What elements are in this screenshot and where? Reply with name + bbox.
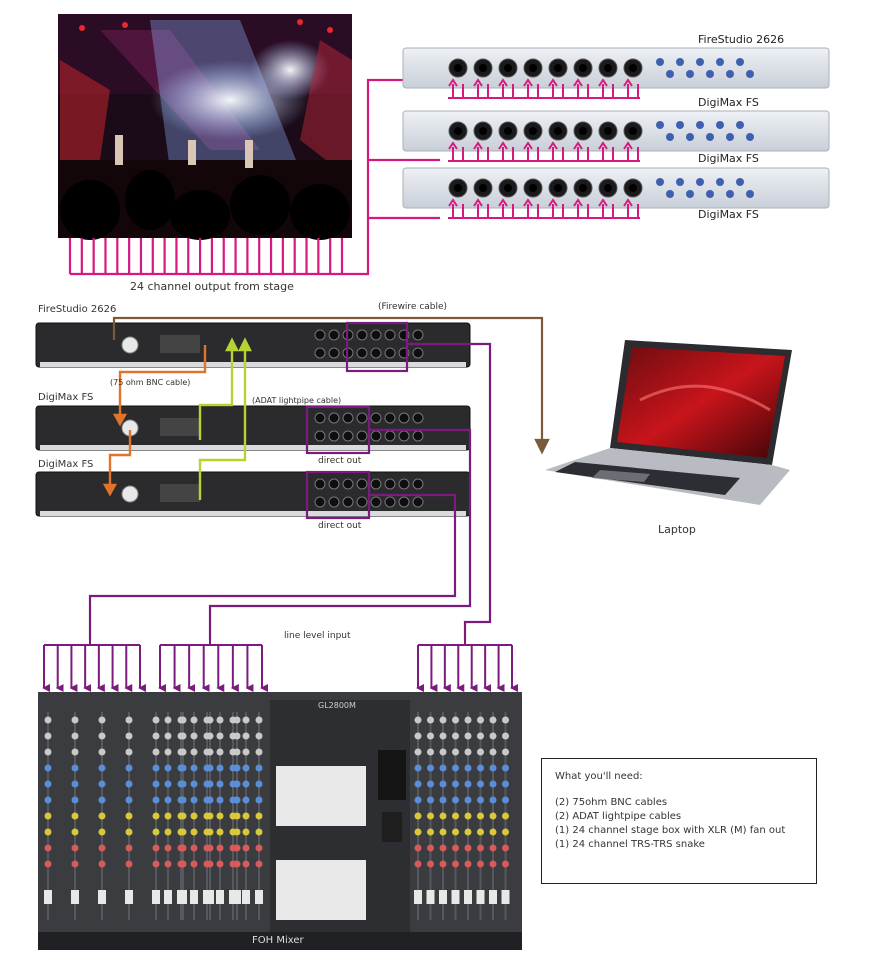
mixer-channel-strip: [464, 712, 472, 920]
mixer-channel-strip: [501, 712, 510, 920]
mixer-channel-strip: [414, 712, 422, 920]
laptop-label: Laptop: [658, 523, 696, 536]
mixer-channel-strip: [476, 712, 485, 920]
adat-cables: [198, 337, 252, 500]
top-rack-stack: [402, 47, 830, 219]
mixer-channel-strip: [216, 712, 224, 920]
firewire-cable-label: (Firewire cable): [378, 302, 448, 312]
snake-cables: [88, 342, 492, 640]
stage-output-label: 24 channel output from stage: [130, 280, 294, 293]
requirement-item: (2) 75ohm BNC cables: [555, 797, 668, 808]
rear-panel-stack: [35, 322, 471, 517]
mixer-channel-strip: [177, 712, 185, 920]
mixer-channel-strip: [190, 712, 198, 920]
mixer-channel-strip: [439, 712, 447, 920]
mixer-channel-strip: [242, 712, 250, 920]
requirement-item: (1) 24 channel TRS-TRS snake: [555, 839, 705, 850]
requirements-heading: What you'll need:: [555, 771, 643, 782]
bnc-cables: [102, 345, 207, 497]
requirements-box: What you'll need: (2) 75ohm BNC cables (…: [541, 758, 817, 884]
rear-panel-unit: [35, 405, 471, 451]
mixer-channel-strip: [71, 712, 79, 920]
mixer-channel-strip: [125, 712, 133, 920]
rear-panel-unit: [35, 471, 471, 517]
top-rack-1-label: FireStudio 2626: [698, 33, 785, 46]
mixer-channel-strip: [229, 712, 237, 920]
mixer-channel-strip: [164, 712, 172, 920]
adat-cable-label: (ADAT lightpipe cable): [252, 396, 342, 405]
bnc-cable-label: (75 ohm BNC cable): [110, 378, 191, 387]
rear-unit-1-label: FireStudio 2626: [38, 304, 117, 315]
rear-unit-2-label: DigiMax FS: [38, 392, 94, 403]
rack-unit: [402, 110, 830, 162]
mixer-input-arrows: [42, 640, 518, 692]
mixer-channel-strip: [255, 712, 263, 920]
mixer-channel-strip: [426, 712, 435, 920]
rack-unit: [402, 47, 830, 99]
line-level-label: line level input: [284, 631, 351, 641]
stage-photo: [58, 14, 352, 240]
stage-output-cables: [68, 78, 440, 276]
laptop-image: [545, 340, 792, 505]
requirement-item: (1) 24 channel stage box with XLR (M) fa…: [555, 825, 786, 836]
mixer-channel-strip: [98, 712, 106, 920]
mixer-channel-strip: [44, 712, 52, 920]
mixer-title-label: FOH Mixer: [252, 935, 304, 946]
direct-out-label-1: direct out: [318, 456, 362, 466]
top-rack-4-label: DigiMax FS: [698, 208, 759, 221]
top-rack-2-label: DigiMax FS: [698, 96, 759, 109]
mixer-channel-strip: [489, 712, 497, 920]
mixer-channel-strip: [152, 712, 160, 920]
rack-unit: [402, 167, 830, 219]
mixer-channel-strip: [203, 712, 211, 920]
rear-unit-3-label: DigiMax FS: [38, 459, 94, 470]
requirement-item: (2) ADAT lightpipe cables: [555, 811, 682, 822]
foh-mixer-image: [38, 692, 522, 950]
mixer-channel-strip: [451, 712, 460, 920]
direct-out-label-2: direct out: [318, 521, 362, 531]
rear-panel-unit: [35, 322, 471, 368]
firewire-cable: [112, 316, 550, 455]
top-rack-3-label: DigiMax FS: [698, 152, 759, 165]
mixer-brand-label: GL2800M: [318, 701, 356, 710]
